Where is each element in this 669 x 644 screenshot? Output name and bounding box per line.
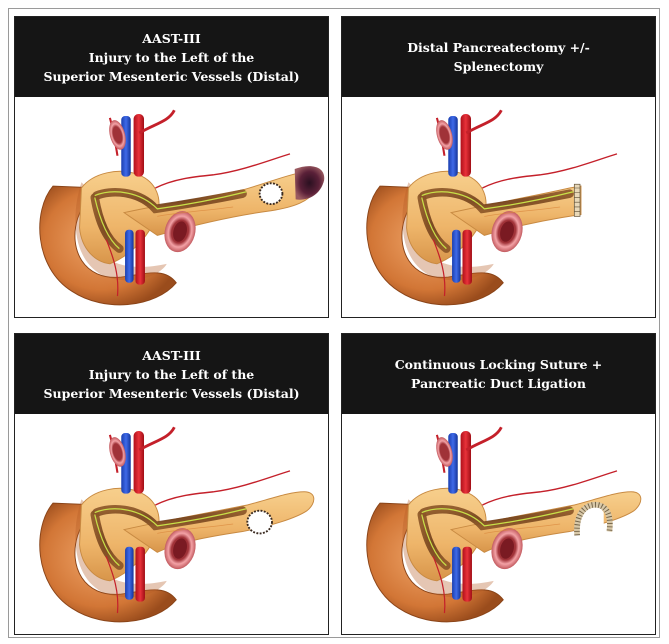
caption-line: Injury to the Left of the: [89, 48, 255, 67]
pancreas-illustration: [15, 97, 328, 315]
diagram-panel: Continuous Locking Suture +Pancreatic Du…: [341, 333, 656, 635]
panel-caption: Continuous Locking Suture +Pancreatic Du…: [342, 334, 655, 414]
caption-line: AAST-III: [142, 29, 200, 48]
caption-line: Distal Pancreatectomy +/-: [407, 38, 590, 57]
caption-line: Pancreatic Duct Ligation: [411, 374, 586, 393]
caption-line: AAST-III: [142, 346, 200, 365]
caption-line: Splenectomy: [454, 57, 544, 76]
caption-line: Continuous Locking Suture +: [395, 355, 603, 374]
pancreas-illustration: [342, 97, 655, 315]
caption-line: Injury to the Left of the: [89, 365, 255, 384]
diagram-panel: Distal Pancreatectomy +/-Splenectomy: [341, 16, 656, 318]
caption-line: Superior Mesenteric Vessels (Distal): [43, 67, 299, 86]
panel-caption: Distal Pancreatectomy +/-Splenectomy: [342, 17, 655, 97]
pancreas-illustration: [15, 414, 328, 632]
pancreas-illustration: [342, 414, 655, 632]
caption-line: Superior Mesenteric Vessels (Distal): [43, 384, 299, 403]
